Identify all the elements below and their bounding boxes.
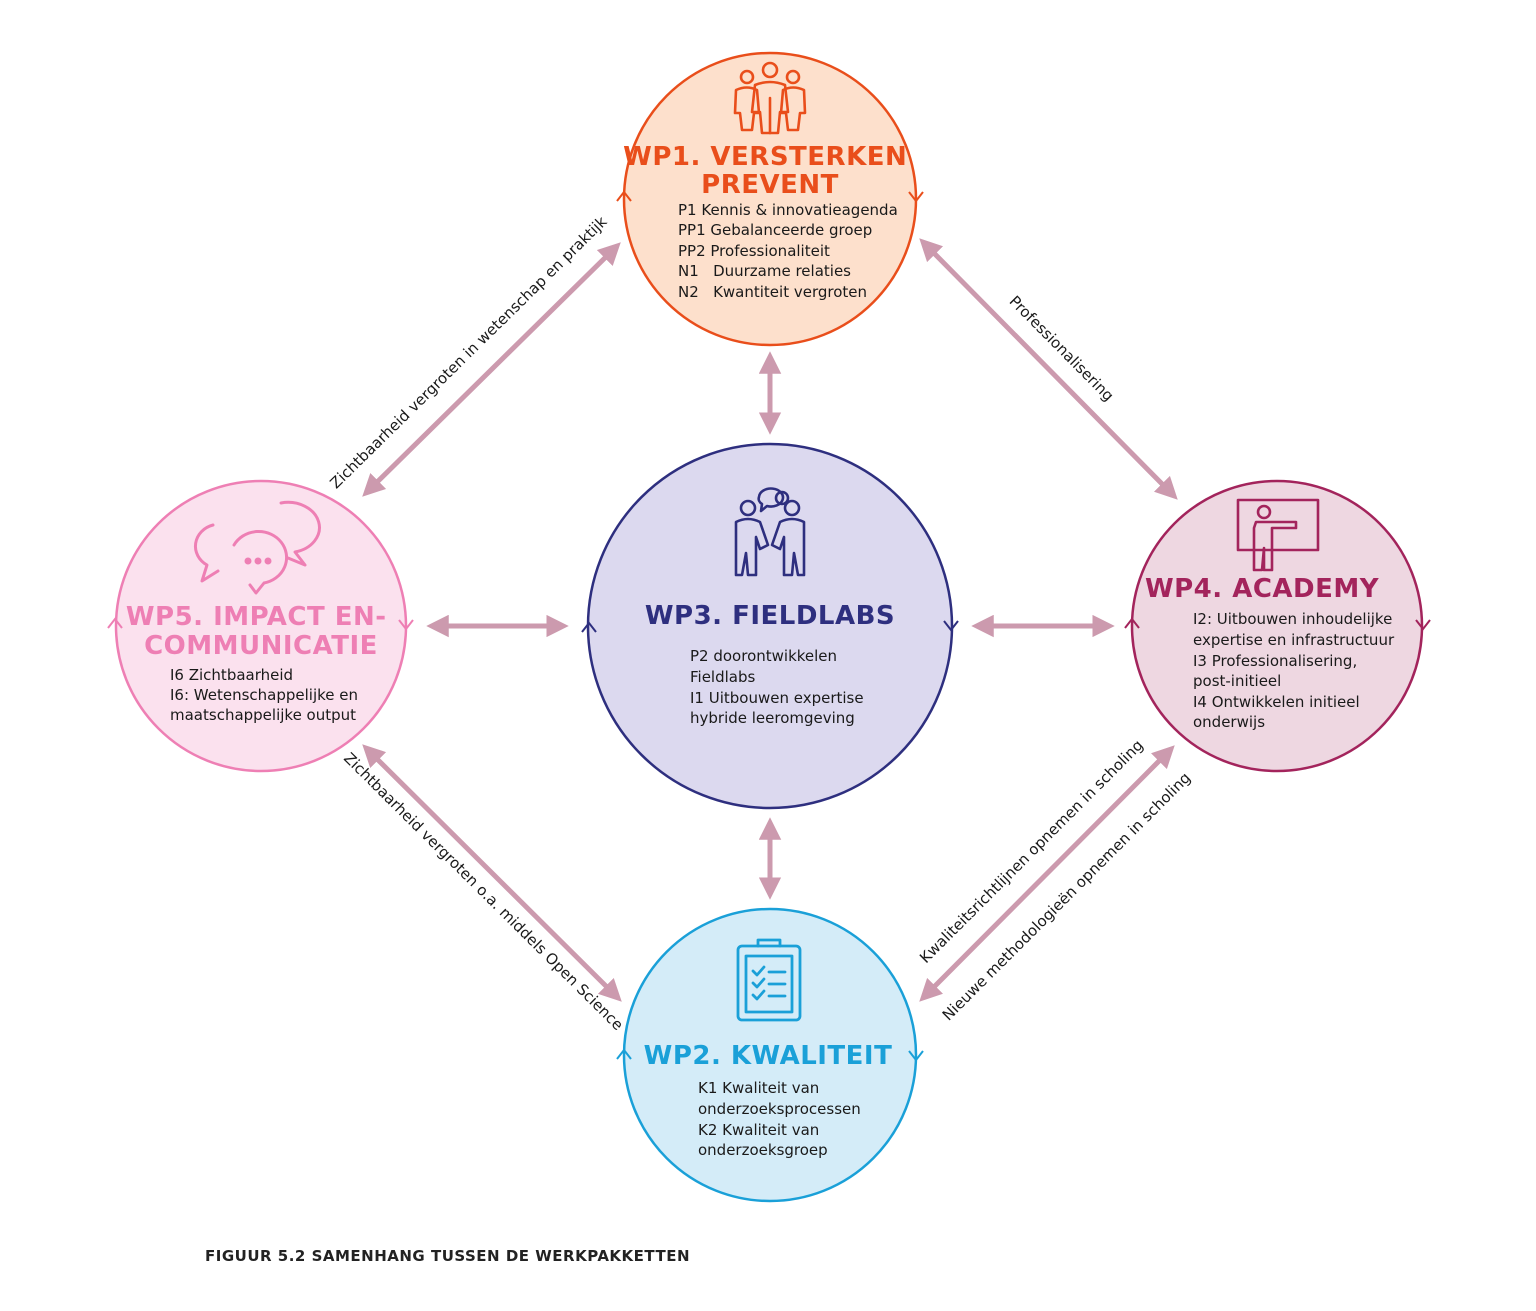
node-wp3-title: WP3. FIELDLABS <box>645 601 895 631</box>
node-wp3-orbit-arrow-left <box>581 621 597 633</box>
node-wp2: WP2. KWALITEIT K1 Kwaliteit van onderzoe… <box>616 907 924 1203</box>
connector-wp2-wp4 <box>919 745 1175 1002</box>
edge-label-wp5-wp1: Zichtbaarheid vergroten in wetenschap en… <box>326 212 610 492</box>
node-wp5-items: I6 Zichtbaarheid I6: Wetenschappelijke e… <box>170 666 363 724</box>
connector-wp5-wp1 <box>362 242 621 497</box>
node-wp3-items: P2 doorontwikkelen Fieldlabs I1 Uitbouwe… <box>690 647 868 727</box>
node-wp1-orbit-arrow-left <box>616 190 632 202</box>
node-wp1-items: P1 Kennis & innovatieagenda PP1 Gebalanc… <box>678 201 903 301</box>
node-wp2-items: K1 Kwaliteit van onderzoeksprocessen K2 … <box>698 1079 866 1159</box>
node-wp1-orbit-arrow-right <box>908 191 924 203</box>
node-wp4-title: WP4. ACADEMY <box>1145 574 1380 604</box>
node-wp3: WP3. FIELDLABS P2 doorontwikkelen Fieldl… <box>581 442 959 810</box>
node-wp4: WP4. ACADEMY I2: Uitbouwen inhoudelijke … <box>1124 479 1431 773</box>
node-wp3-circle <box>586 442 954 810</box>
node-wp2-title: WP2. KWALITEIT <box>644 1041 893 1071</box>
connectors <box>362 238 1178 1002</box>
handshake-people-icon <box>734 487 806 577</box>
node-wp4-circle <box>1130 479 1424 773</box>
node-wp2-orbit-arrow-right <box>908 1050 924 1062</box>
node-wp5-circle <box>114 479 408 773</box>
speech-bubbles-icon <box>193 500 321 595</box>
node-wp4-orbit-arrow-right <box>1415 619 1431 631</box>
edge-label-wp1-wp4: Professionalisering <box>1006 292 1118 405</box>
node-wp4-orbit-arrow-left <box>1124 617 1140 629</box>
figure-caption: FIGUUR 5.2 SAMENHANG TUSSEN DE WERKPAKKE… <box>205 1247 690 1265</box>
node-wp1-circle <box>622 51 918 347</box>
presenter-board-icon <box>1236 498 1320 572</box>
node-wp5: WP5. IMPACT EN- COMMUNICATIE I6 Zichtbaa… <box>107 479 414 773</box>
node-wp2-orbit-arrow-left <box>616 1048 632 1060</box>
connector-wp1-wp4 <box>919 238 1178 500</box>
node-wp1-title: WP1. VERSTERKEN PREVENT <box>623 142 917 200</box>
node-wp5-title: WP5. IMPACT EN- COMMUNICATIE <box>126 602 396 661</box>
node-wp3-orbit-arrow-right <box>943 620 959 632</box>
people-group-icon <box>733 61 807 135</box>
node-wp5-orbit-arrow-left <box>107 617 123 629</box>
node-wp1: WP1. VERSTERKEN PREVENT P1 Kennis & inno… <box>616 51 924 347</box>
edge-label-wp5-wp2: Zichtbaarheid vergroten o.a. middels Ope… <box>340 749 627 1034</box>
clipboard-checklist-icon <box>736 938 802 1022</box>
node-wp5-orbit-arrow-right <box>398 619 414 631</box>
connector-wp5-wp2 <box>362 744 622 1002</box>
node-wp2-circle <box>622 907 918 1203</box>
node-wp4-items: I2: Uitbouwen inhoudelijke expertise en … <box>1193 610 1399 731</box>
